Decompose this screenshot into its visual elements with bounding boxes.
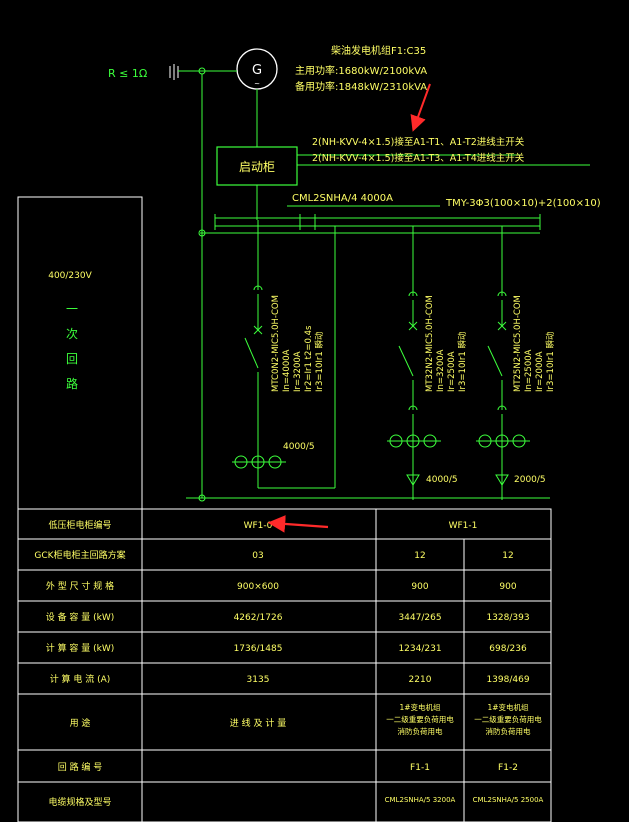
cell-size-c1: 900×600 [237, 582, 279, 592]
breaker-3-param-3: Ir3=10Ir1 瞬动 [545, 331, 556, 392]
cell-usage-c2-line3: 消防负荷用电 [398, 726, 443, 736]
breaker-1-param-3: Ir2=Ir1 t2=0.4s [304, 325, 314, 392]
generator-title: 柴油发电机组F1:C35 [331, 44, 426, 57]
cell-usage-c1: 进 线 及 计 量 [230, 717, 286, 729]
cell-calc-current-c3: 1398/469 [486, 675, 529, 685]
row-label-calc-current: 计 算 电 流 (A) [50, 673, 111, 685]
cell-scheme-c2: 12 [414, 551, 425, 561]
row-label-cable-spec: 电缆规格及型号 [48, 796, 111, 808]
breaker-3-model: MT25N2-MIC5.0H-COM [513, 295, 523, 392]
breaker-2-ct: 4000/5 [426, 475, 458, 485]
cell-usage-c3-line3: 消防负荷用电 [486, 726, 531, 736]
busway-label: CML2SNHA/4 4000A [292, 193, 393, 204]
side-panel-char-4: 路 [66, 376, 78, 391]
cell-calc-current-c2: 2210 [409, 675, 432, 685]
row-label-circuit-no: 回 路 编 号 [58, 761, 103, 773]
cable-line-2: 2(NH-KVV-4×1.5)接至A1-T3、A1-T4进线主开关 [312, 152, 525, 164]
busbar-label: TMY-3Φ3(100×10)+2(100×10) [445, 198, 601, 209]
cell-installed-c3: 1328/393 [486, 613, 529, 623]
cell-usage-c2-line1: 1#变电机组 [399, 702, 441, 712]
generator-standby-power: 备用功率:1848kW/2310kVA [295, 80, 427, 93]
breaker-2-model: MT32N2-MIC5.0H-COM [425, 295, 435, 392]
breaker-1-param-4: Ir3=10Ir1 瞬动 [314, 331, 325, 392]
breaker-branch-1 [232, 220, 336, 489]
cell-usage-c3-line1: 1#变电机组 [487, 702, 529, 712]
generator-tilde: ~ [254, 80, 260, 88]
row-label-installed-capacity: 设 备 容 量 (kW) [46, 611, 115, 623]
cell-size-c3: 900 [499, 582, 516, 592]
row-label-calc-capacity: 计 算 容 量 (kW) [46, 642, 115, 654]
grounding-label: R ≤ 1Ω [108, 67, 147, 80]
breaker-3-param-1: In=2500A [524, 349, 534, 392]
generator-letter: G [252, 63, 262, 78]
breaker-2-param-2: Ir=2500A [447, 351, 457, 392]
cable-line-1: 2(NH-KVV-4×1.5)接至A1-T1、A1-T2进线主开关 [312, 136, 525, 148]
cell-circuit-c2: F1-1 [410, 763, 430, 773]
cell-installed-c2: 3447/265 [398, 613, 441, 623]
breaker-3-param-2: Ir=2000A [535, 351, 545, 392]
cell-cabinet-wf1-1: WF1-1 [449, 521, 478, 531]
annotation-arrow-1 [410, 83, 431, 132]
start-cabinet-label: 启动柜 [239, 160, 275, 174]
main-busbar [200, 214, 541, 234]
generator-main-power: 主用功率:1680kW/2100kVA [295, 64, 427, 77]
grounding-symbol [169, 64, 179, 80]
cell-cabinet-wf1-0: WF1-0 [244, 521, 273, 531]
row-label-scheme: GCK柜电柜主回路方案 [34, 549, 125, 561]
breaker-branch-2 [387, 226, 441, 500]
side-panel-char-1: 一 [66, 302, 78, 316]
breaker-3-ct: 2000/5 [514, 475, 546, 485]
breaker-2-param-1: In=3200A [436, 349, 446, 392]
cell-calc-current-c1: 3135 [247, 675, 270, 685]
row-label-size: 外 型 尺 寸 规 格 [46, 580, 114, 592]
row-label-usage: 用 途 [70, 717, 91, 729]
cell-calc-capacity-c3: 698/236 [489, 644, 527, 654]
cell-cable-c3: CML2SNHA/5 2500A [473, 796, 544, 804]
breaker-1-param-2: Ir=3200A [293, 351, 303, 392]
cell-scheme-c1: 03 [252, 551, 263, 561]
breaker-1-ct: 4000/5 [283, 442, 315, 452]
side-panel-char-3: 回 [66, 352, 78, 366]
cell-size-c2: 900 [411, 582, 428, 592]
side-panel-voltage: 400/230V [48, 271, 92, 281]
cell-cable-c2: CML2SNHA/5 3200A [385, 796, 456, 804]
cell-circuit-c3: F1-2 [498, 763, 518, 773]
cell-installed-c1: 4262/1726 [234, 613, 283, 623]
cell-scheme-c3: 12 [502, 551, 513, 561]
breaker-1-model: MTC0N2-MIC5.0H-COM [271, 295, 281, 392]
cell-calc-capacity-c2: 1234/231 [398, 644, 441, 654]
cabinet-table [17, 508, 552, 822]
cell-usage-c2-line2: 一二级重要负荷用电 [386, 714, 454, 724]
side-panel-char-2: 次 [66, 327, 78, 341]
breaker-2-param-3: Ir3=10Ir1 瞬动 [457, 331, 468, 392]
annotation-arrow-2 [267, 515, 329, 533]
cell-usage-c3-line2: 一二级重要负荷用电 [474, 714, 542, 724]
side-panel [17, 196, 143, 510]
row-label-cabinet-no: 低压柜电柜编号 [48, 519, 111, 531]
breaker-1-param-1: In=4000A [282, 349, 292, 392]
cell-calc-capacity-c1: 1736/1485 [234, 644, 283, 654]
breaker-branch-3 [476, 226, 530, 500]
